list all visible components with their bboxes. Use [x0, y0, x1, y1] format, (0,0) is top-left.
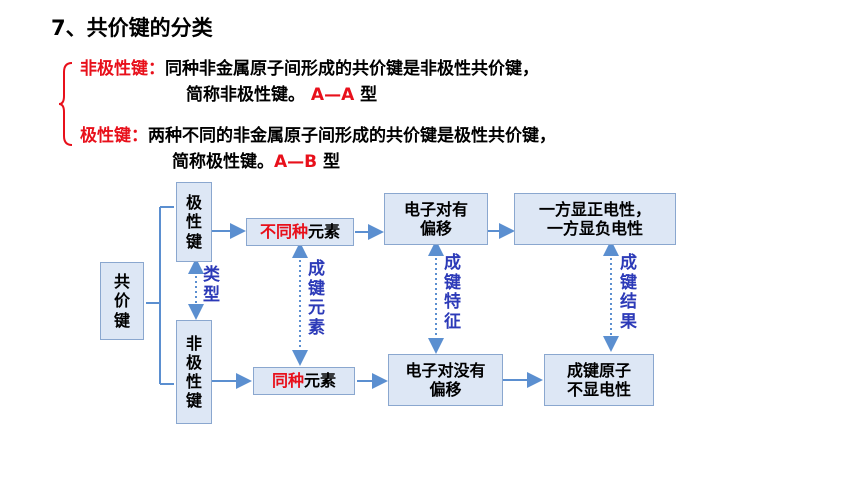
nonpolar-type: A—A — [305, 85, 361, 105]
nonpolar-bond-box: 非 极 性 键 — [176, 320, 212, 424]
nonpolar-type-suffix: 型 — [360, 85, 378, 105]
nonpolar-text1: 同种非金属原子间形成的共价键是非极性共价键， — [165, 59, 539, 79]
label-type: 类 型 — [203, 265, 220, 305]
polar-type-suffix: 型 — [323, 152, 341, 172]
nonpolar-result-box: 成键原子 不显电性 — [544, 354, 654, 406]
polar-label: 极性键： — [80, 126, 148, 146]
nonpolar-definition-line2: 简称非极性键。 A—A 型 — [186, 80, 377, 105]
label-bond-feature: 成 键 特 征 — [444, 253, 461, 332]
polar-text2: 简称极性键。 — [172, 152, 274, 172]
electron-pair-noshift-box: 电子对没有 偏移 — [388, 354, 503, 406]
label-bond-elements: 成 键 元 素 — [308, 259, 325, 338]
nonpolar-text2: 简称非极性键。 — [186, 85, 305, 105]
same-elements-box: 同种元素 — [253, 367, 355, 395]
polar-type: A—B — [274, 152, 324, 172]
brace-icon — [58, 62, 73, 146]
polar-text1: 两种不同的非金属原子间形成的共价键是极性共价键， — [148, 126, 556, 146]
nonpolar-definition-line1: 非极性键：同种非金属原子间形成的共价键是非极性共价键， — [80, 54, 539, 79]
different-elements-box: 不同种元素 — [246, 218, 354, 246]
root-branch-line — [146, 206, 174, 385]
polar-bond-box: 极 性 键 — [176, 182, 212, 262]
label-bond-result: 成 键 结 果 — [620, 253, 637, 332]
page-title: 7、共价键的分类 — [51, 16, 213, 40]
electron-pair-shift-box: 电子对有 偏移 — [384, 193, 488, 245]
nonpolar-label: 非极性键： — [80, 59, 165, 79]
polar-definition-line2: 简称极性键。A—B 型 — [172, 147, 340, 172]
polar-definition-line1: 极性键：两种不同的非金属原子间形成的共价键是极性共价键， — [80, 121, 556, 146]
covalent-bond-box: 共 价 键 — [100, 262, 144, 340]
polar-result-box: 一方显正电性， 一方显负电性 — [514, 193, 676, 245]
